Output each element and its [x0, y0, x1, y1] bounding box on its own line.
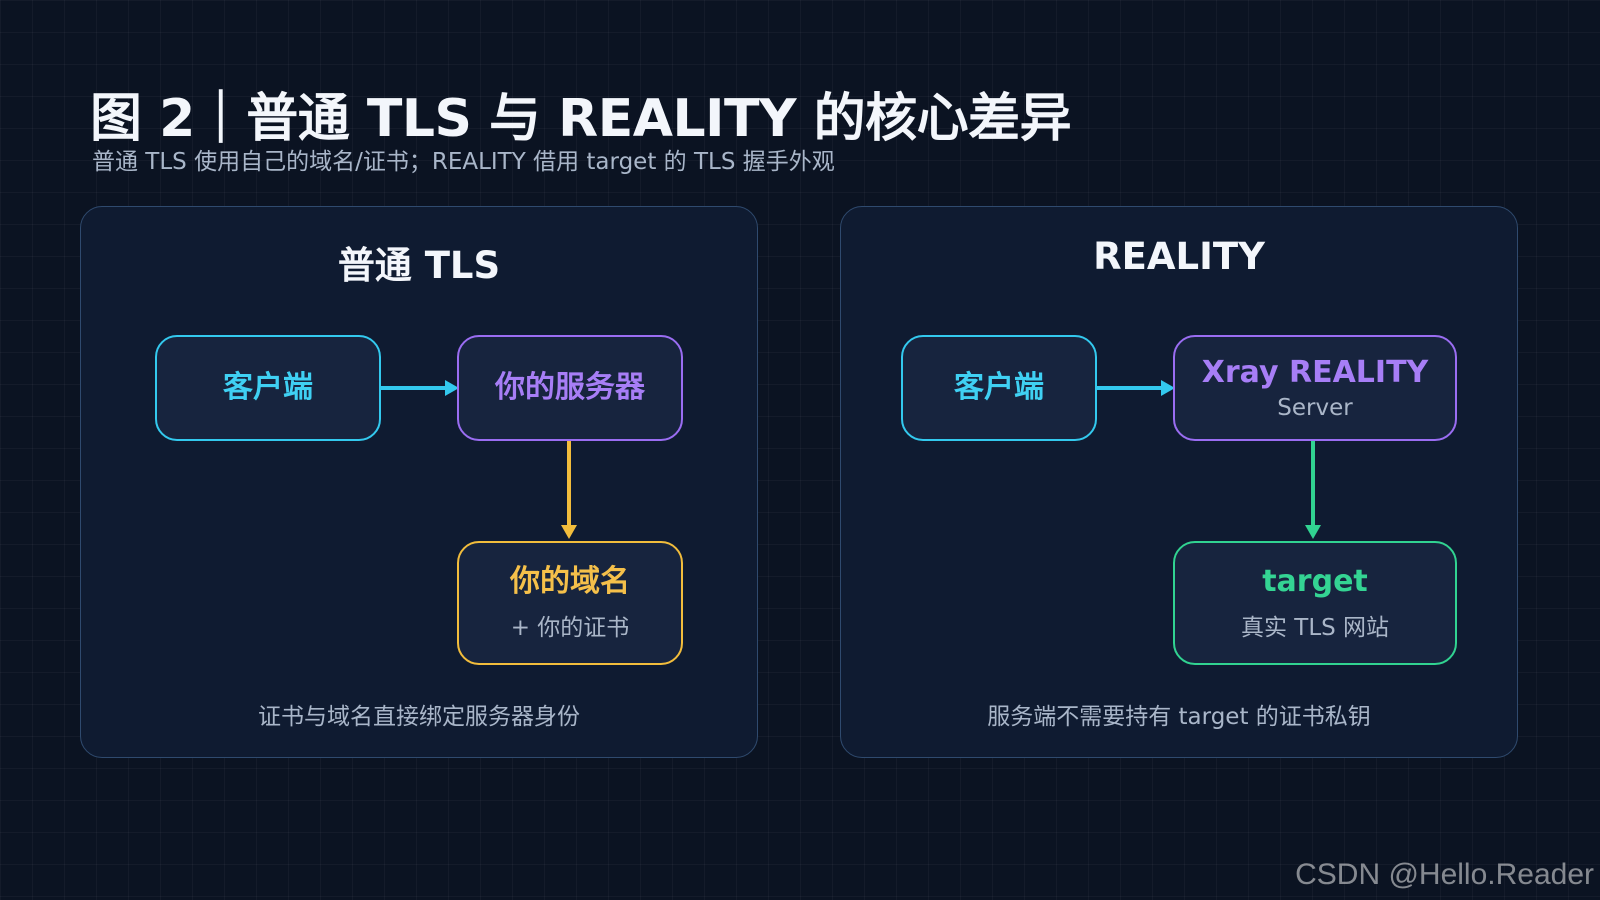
your-server-node: 你的服务器: [457, 335, 683, 441]
plain-tls-note: 证书与域名直接绑定服务器身份: [258, 704, 580, 730]
client-node: 客户端: [155, 335, 381, 441]
xray-reality-server-node: Xray REALITY Server: [1173, 335, 1457, 441]
client-to-server-arrowhead: [445, 380, 459, 396]
your-certificate-label: + 你的证书: [510, 615, 630, 641]
panel-plain-tls: 普通 TLS 客户端 你的服务器 你的域名 + 你的证书 证书与域名直接绑定服务…: [80, 206, 758, 758]
panel-reality: REALITY 客户端 Xray REALITY Server target 真…: [840, 206, 1518, 758]
reality-arrows: [1097, 380, 1321, 539]
target-label: target: [1262, 564, 1368, 599]
server-to-domain-arrowhead: [561, 525, 577, 539]
xray-reality-label: Xray REALITY: [1201, 355, 1429, 390]
reality-client-node: 客户端: [901, 335, 1097, 441]
page-subtitle: 普通 TLS 使用自己的域名/证书；REALITY 借用 target 的 TL…: [92, 149, 835, 175]
reality-client-label: 客户端: [954, 370, 1044, 405]
panel-title-plain-tls: 普通 TLS: [337, 244, 501, 287]
plain-tls-arrows: [381, 380, 577, 539]
client-to-reality-server-arrowhead: [1161, 380, 1175, 396]
your-server-label: 你的服务器: [495, 370, 645, 405]
reality-note: 服务端不需要持有 target 的证书私钥: [987, 704, 1371, 730]
target-node: target 真实 TLS 网站: [1173, 541, 1457, 665]
real-tls-site-label: 真实 TLS 网站: [1240, 615, 1390, 641]
page-title: 图 2｜普通 TLS 与 REALITY 的核心差异: [90, 89, 1072, 149]
client-label: 客户端: [223, 370, 313, 405]
your-domain-node: 你的域名 + 你的证书: [457, 541, 683, 665]
server-sublabel: Server: [1277, 395, 1353, 421]
watermark: CSDN @Hello.Reader: [1295, 858, 1594, 891]
panel-title-reality: REALITY: [1093, 235, 1265, 278]
server-to-target-arrowhead: [1305, 525, 1321, 539]
your-domain-label: 你的域名: [510, 564, 630, 599]
